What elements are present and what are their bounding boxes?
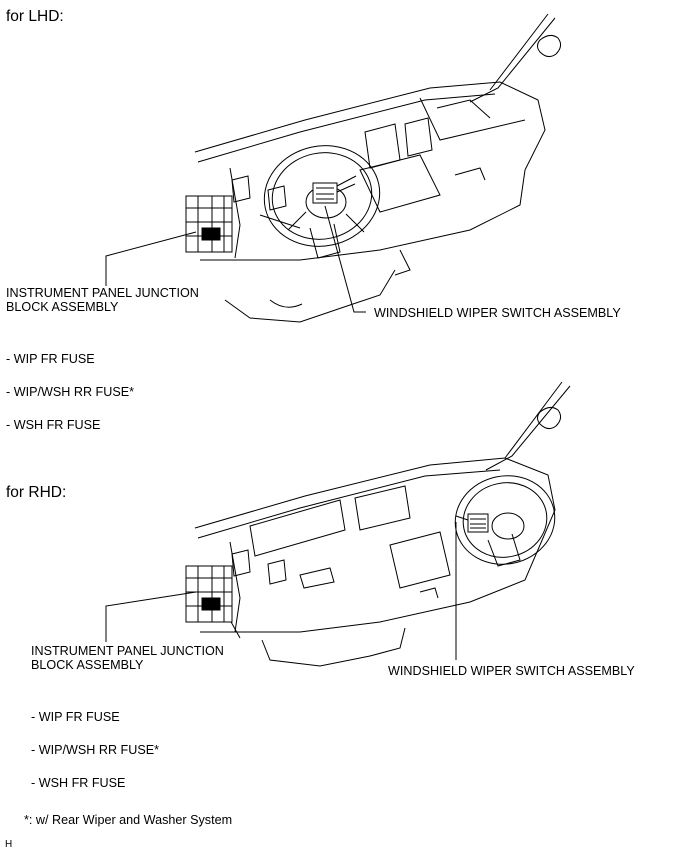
- rhd-fuse-wip-wsh-rr: - WIP/WSH RR FUSE*: [31, 743, 160, 757]
- rhd-junction-block-label-line1: INSTRUMENT PANEL JUNCTION: [31, 644, 224, 658]
- lhd-dashboard-illustration: [0, 0, 690, 340]
- rhd-dashboard-illustration: [0, 370, 690, 700]
- lhd-junction-block-label: INSTRUMENT PANEL JUNCTION BLOCK ASSEMBLY: [6, 286, 199, 315]
- rhd-heading: for RHD:: [6, 484, 67, 501]
- lhd-fuse-wsh-fr: - WSH FR FUSE: [6, 418, 101, 432]
- rhd-wiper-switch-label: WINDSHIELD WIPER SWITCH ASSEMBLY: [388, 664, 635, 678]
- rhd-fuse-wsh-fr: - WSH FR FUSE: [31, 776, 126, 790]
- lhd-fuse-wip-wsh-rr: - WIP/WSH RR FUSE*: [6, 385, 135, 399]
- rhd-junction-block-label: INSTRUMENT PANEL JUNCTION BLOCK ASSEMBLY: [31, 644, 224, 673]
- corner-mark: H: [5, 839, 13, 850]
- lhd-heading: for LHD:: [6, 8, 64, 25]
- lhd-fuse-wip-fr: - WIP FR FUSE: [6, 352, 95, 366]
- footnote: *: w/ Rear Wiper and Washer System: [24, 813, 233, 827]
- lhd-junction-block-label-line2: BLOCK ASSEMBLY: [6, 300, 119, 315]
- lhd-wiper-switch-label: WINDSHIELD WIPER SWITCH ASSEMBLY: [374, 306, 621, 320]
- lhd-junction-block-label-line1: INSTRUMENT PANEL JUNCTION: [6, 286, 199, 300]
- rhd-junction-block-label-line2: BLOCK ASSEMBLY: [31, 658, 144, 673]
- rhd-fuse-wip-fr: - WIP FR FUSE: [31, 710, 120, 724]
